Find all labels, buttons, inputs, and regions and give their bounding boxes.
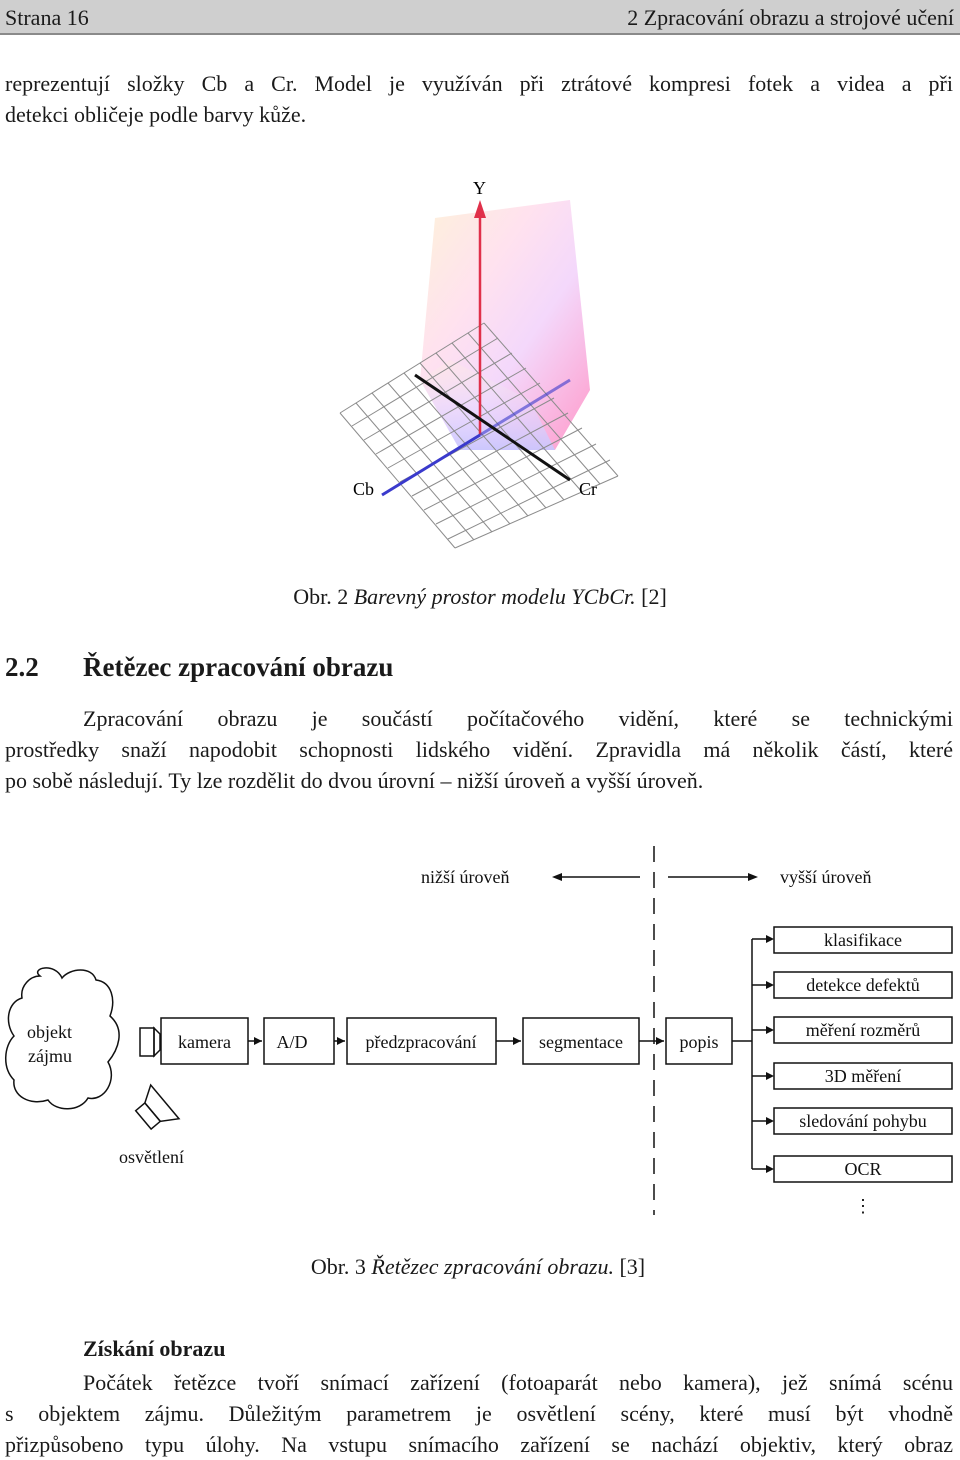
output-sledovani: sledování pohybu [799, 1111, 927, 1131]
y-axis-label: Y [473, 178, 486, 198]
object-label-line1: objekt [27, 1022, 72, 1042]
camera-lens [153, 1026, 161, 1058]
intro-paragraph: reprezentují složky Cb a Cr. Model je vy… [5, 68, 953, 130]
cr-axis [414, 373, 571, 482]
pipeline-kamera: kamera [178, 1032, 231, 1052]
camera-body [139, 1027, 155, 1057]
cb-axis [381, 433, 481, 497]
section-line-3: po sobě následují. Ty lze rozdělit do dv… [5, 768, 704, 793]
color-plane-shade [420, 360, 555, 450]
grid-floor [339, 322, 619, 549]
box-klasifikace [773, 926, 953, 954]
figure2-caption-ref: [2] [635, 584, 667, 609]
figure2-caption: Obr. 2 Barevný prostor modelu YCbCr. [2] [0, 584, 960, 610]
lighting-label: osvětlení [119, 1147, 184, 1167]
acquisition-paragraph: Počátek řetězce tvoří snímací zařízení (… [5, 1367, 953, 1460]
acquisition-line-2: s objektem zájmu. Důležitým parametrem j… [5, 1401, 953, 1426]
figure3-caption-title: Řetězec zpracování obrazu. [371, 1254, 614, 1279]
output-ocr: OCR [844, 1159, 881, 1179]
section-number: 2.2 [5, 652, 39, 682]
pipeline-popis: popis [679, 1032, 718, 1052]
figure3-caption-ref: [3] [613, 1254, 646, 1279]
acquisition-line-3: přizpůsobeno typu úlohy. Na vstupu sníma… [5, 1432, 953, 1457]
chapter-title: 2 Zpracování obrazu a strojové učení [627, 5, 954, 30]
output-klasifikace: klasifikace [824, 930, 902, 950]
figure3-caption: Obr. 3 Řetězec zpracování obrazu. [3] [0, 1254, 958, 1280]
section-paragraph: Zpracování obrazu je součástí počítačové… [5, 703, 953, 796]
ycbcr-figure: Y Cb Cr [339, 178, 619, 549]
pipeline-segmentace: segmentace [539, 1032, 623, 1052]
section-title: Řetězec zpracování obrazu [83, 652, 394, 682]
acquisition-line-1: Počátek řetězce tvoří snímací zařízení (… [83, 1370, 953, 1395]
figure2-caption-title: Barevný prostor modelu YCbCr. [353, 584, 636, 609]
section-line-2: prostředky snaží napodobit schopnosti li… [5, 737, 953, 762]
figure3-caption-prefix: Obr. 3 [310, 1254, 372, 1279]
intro-line-1: reprezentují složky Cb a Cr. Model je vy… [5, 71, 953, 96]
object-blob [5, 967, 120, 1110]
cb-axis-label: Cb [353, 479, 374, 499]
acquisition-heading: Získání obrazu [83, 1336, 226, 1361]
intro-line-2: detekci obličeje podle barvy kůže. [5, 102, 307, 127]
lamp-icon [134, 1083, 181, 1131]
pipeline-predzpracovani: předzpracování [366, 1032, 477, 1052]
output-ellipsis: ⋮ [854, 1196, 872, 1216]
higher-level-label: vyšší úroveň [780, 867, 872, 887]
pipeline-ad: A/D [277, 1032, 308, 1052]
cr-axis-label: Cr [579, 479, 597, 499]
page-header: Strana 16 2 Zpracování obrazu a strojové… [0, 0, 960, 35]
cb-axis-neg [479, 378, 571, 437]
output-detekce: detekce defektů [806, 975, 919, 995]
figure2-caption-prefix: Obr. 2 [293, 584, 354, 609]
section-line-1: Zpracování obrazu je součástí počítačové… [83, 706, 953, 731]
output-3d: 3D měření [825, 1066, 901, 1086]
lower-level-label: nižší úroveň [421, 867, 509, 887]
page-number: Strana 16 [5, 5, 89, 30]
y-axis-arrow [474, 200, 486, 218]
section-heading: 2.2 Řetězec zpracování obrazu [5, 652, 393, 683]
output-mereni: měření rozměrů [806, 1020, 920, 1040]
object-label-line2: zájmu [28, 1046, 72, 1066]
processing-chain-diagram: nižší úroveň vyšší úroveň objekt zájmu o… [5, 846, 953, 1216]
